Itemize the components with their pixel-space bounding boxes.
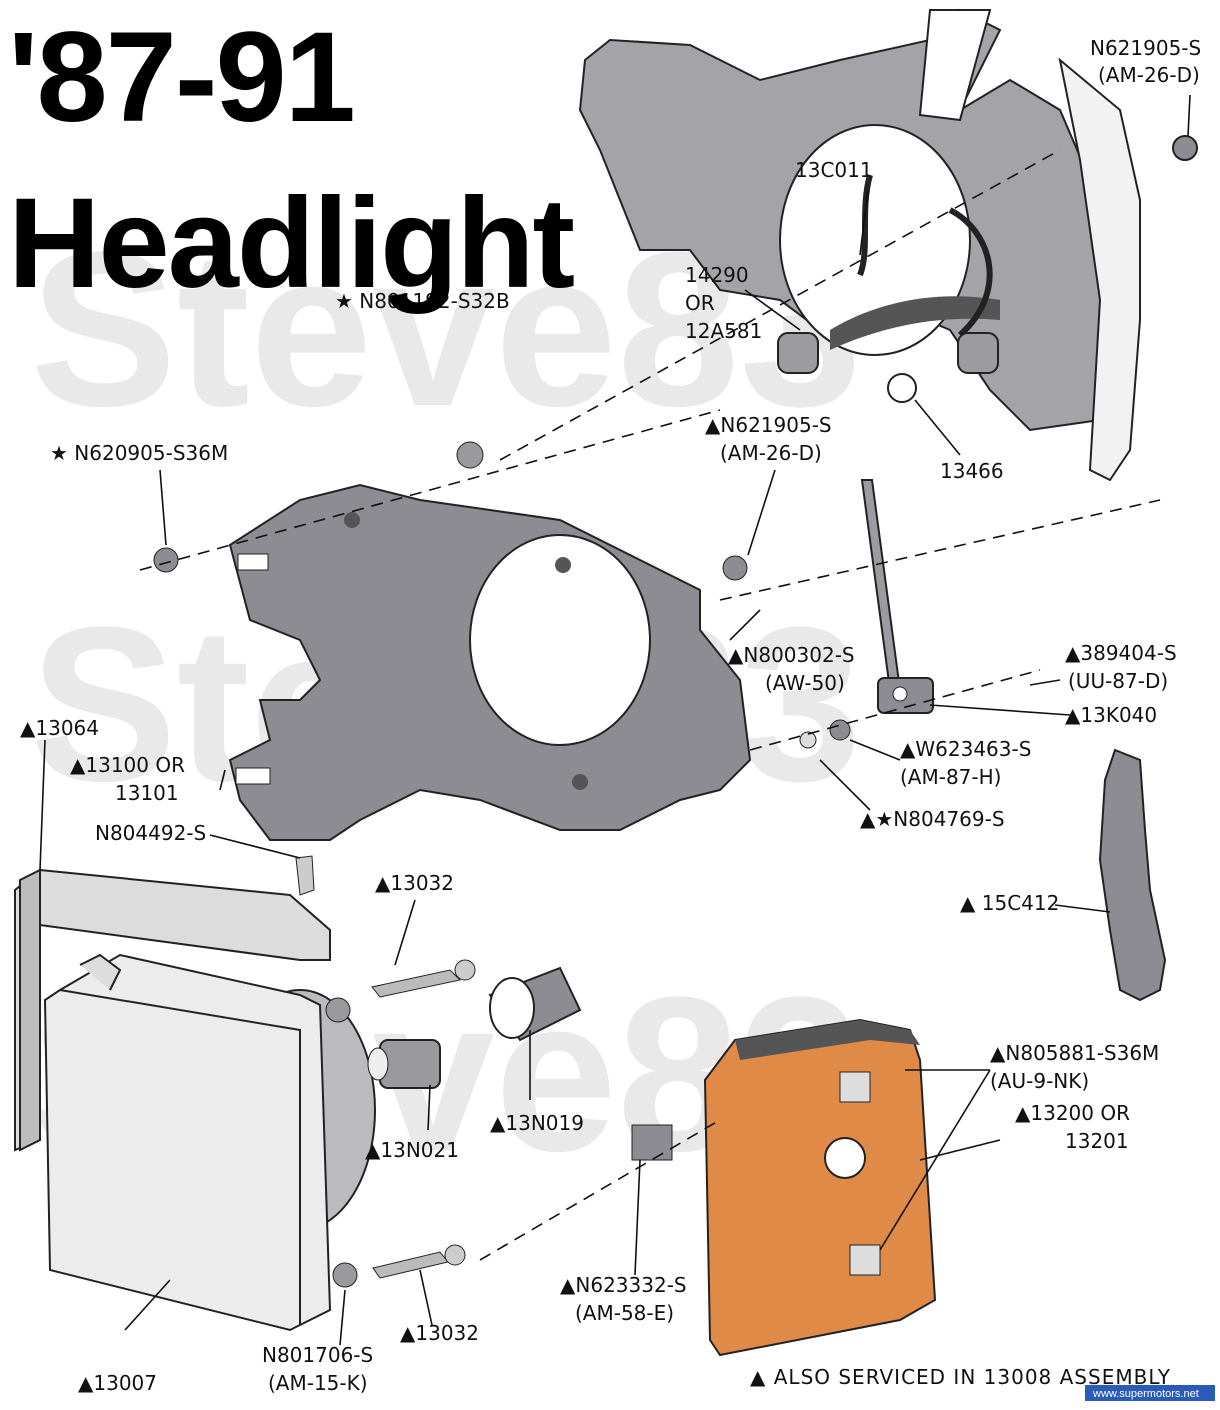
- label-13n021: ▲13N021: [365, 1138, 459, 1162]
- label-au9nk: (AU-9-NK): [990, 1069, 1089, 1093]
- label-or: OR: [685, 291, 715, 315]
- headlight-mounting-bracket: [228, 483, 752, 841]
- label-13032-lower: ▲13032: [400, 1321, 479, 1345]
- adjusting-screws: [153, 441, 851, 1288]
- label-14290: 14290: [685, 263, 749, 287]
- label-12a581: 12A581: [685, 319, 762, 343]
- label-uu87d: (UU-87-D): [1068, 669, 1168, 693]
- headlamp-assembly: [43, 953, 376, 1332]
- label-n621905-mid: ▲N621905-S: [705, 413, 832, 437]
- label-13200: ▲13200 OR: [1015, 1101, 1130, 1125]
- label-13466: 13466: [940, 459, 1004, 483]
- label-389404: ▲389404-S: [1065, 641, 1177, 665]
- label-n801192: ★ N801192-S32B: [335, 289, 510, 313]
- label-n621905-top: N621905-S: [1090, 36, 1201, 60]
- label-n800302: ▲N800302-S: [728, 643, 855, 667]
- body-panel: [578, 8, 1198, 482]
- label-w623463: ▲W623463-S: [900, 737, 1031, 761]
- credit-badge: www.supermotors.net: [1085, 1385, 1215, 1401]
- label-n804769: ▲★N804769-S: [860, 807, 1005, 831]
- label-13032-upper: ▲13032: [375, 871, 454, 895]
- label-n801706: N801706-S: [262, 1343, 373, 1367]
- label-n805881: ▲N805881-S36M: [990, 1041, 1159, 1065]
- label-am15k: (AM-15-K): [268, 1371, 368, 1395]
- label-aw50: (AW-50): [765, 671, 845, 695]
- retainer-bracket: [1098, 748, 1167, 1002]
- label-n623332: ▲N623332-S: [560, 1273, 687, 1297]
- label-am58e: (AM-58-E): [575, 1301, 674, 1325]
- adjuster-rod: [860, 479, 934, 714]
- credit-site: www.supermotors.net: [1092, 1388, 1199, 1400]
- headlight-bezel: [14, 868, 331, 1152]
- label-n620905: ★ N620905-S36M: [50, 441, 228, 465]
- label-13n019: ▲13N019: [490, 1111, 584, 1135]
- label-13100: ▲13100 OR: [70, 753, 185, 777]
- label-am87h: (AM-87-H): [900, 765, 1001, 789]
- label-13k040: ▲13K040: [1065, 703, 1157, 727]
- part-labels: N621905-S (AM-26-D) 13C011 14290 OR 12A5…: [20, 36, 1201, 1395]
- label-13101: 13101: [115, 781, 179, 805]
- label-13c011: 13C011: [795, 158, 873, 182]
- label-am26d-top: (AM-26-D): [1098, 63, 1200, 87]
- page-title-years: '87-91: [8, 6, 356, 149]
- side-marker-lamp: [703, 1018, 937, 1357]
- bulb-and-socket: [367, 966, 582, 1089]
- label-13201: 13201: [1065, 1129, 1129, 1153]
- label-13064: ▲13064: [20, 716, 99, 740]
- leader-lines: [39, 94, 1191, 1346]
- label-am26d-mid: (AM-26-D): [720, 441, 822, 465]
- label-15c412: ▲ 15C412: [960, 891, 1059, 915]
- label-13007: ▲13007: [78, 1371, 157, 1395]
- label-n804492: N804492-S: [95, 821, 206, 845]
- page-title-headlight: Headlight: [8, 172, 575, 315]
